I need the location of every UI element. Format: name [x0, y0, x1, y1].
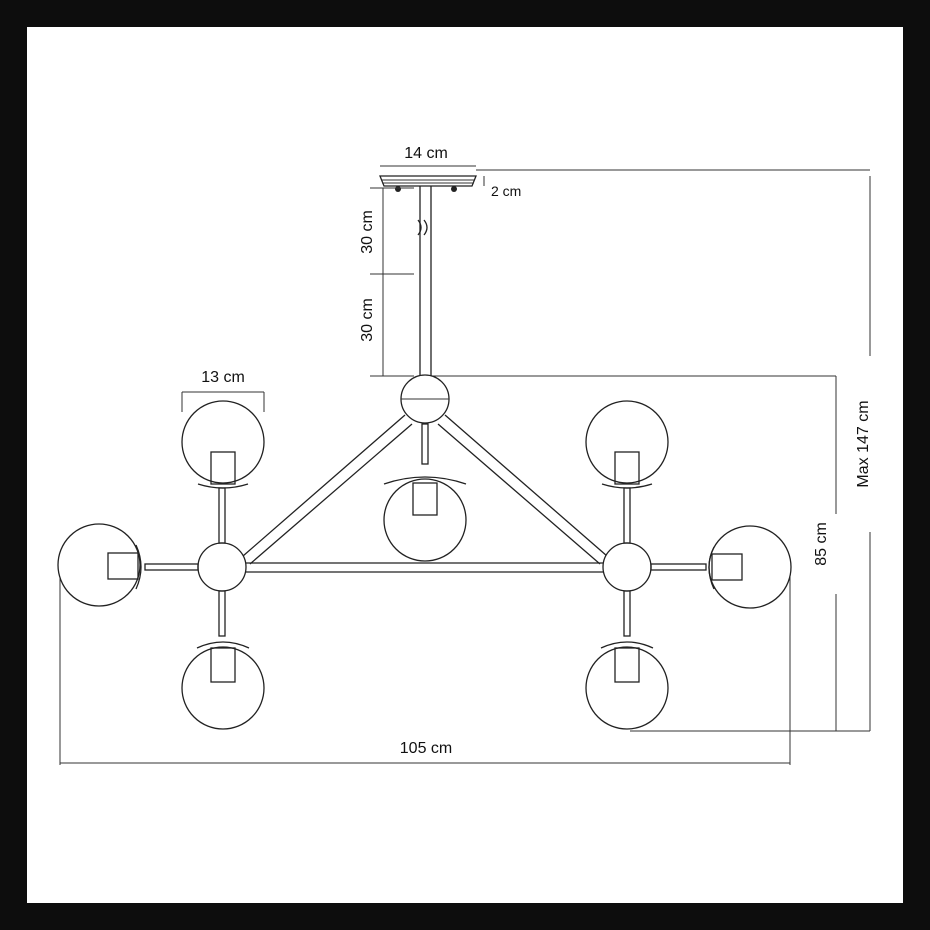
total-width-label: 105 cm — [400, 740, 452, 757]
canopy-width-label: 14 cm — [404, 145, 448, 162]
globe-lower-right — [585, 641, 669, 730]
rod-upper-label: 30 cm — [359, 210, 376, 254]
globe-lamps — [57, 400, 792, 730]
canopy-height-label: 2 cm — [491, 183, 521, 199]
globe-right — [708, 525, 792, 609]
globe-upper-right — [585, 400, 669, 489]
globe-top-center — [383, 476, 467, 562]
globe-diameter-label: 13 cm — [201, 369, 245, 386]
globe-left — [57, 523, 142, 607]
dimension-lines — [59, 165, 871, 765]
drawing-sheet — [27, 27, 903, 903]
globe-upper-left — [181, 400, 265, 489]
body-height-label: 85 cm — [813, 522, 830, 566]
ceiling-canopy — [379, 175, 477, 192]
frame-arms — [242, 414, 608, 573]
max-height-label: Max 147 cm — [855, 400, 872, 487]
suspension-rod — [417, 186, 432, 376]
globe-lower-left — [181, 641, 265, 730]
rod-lower-label: 30 cm — [359, 298, 376, 342]
